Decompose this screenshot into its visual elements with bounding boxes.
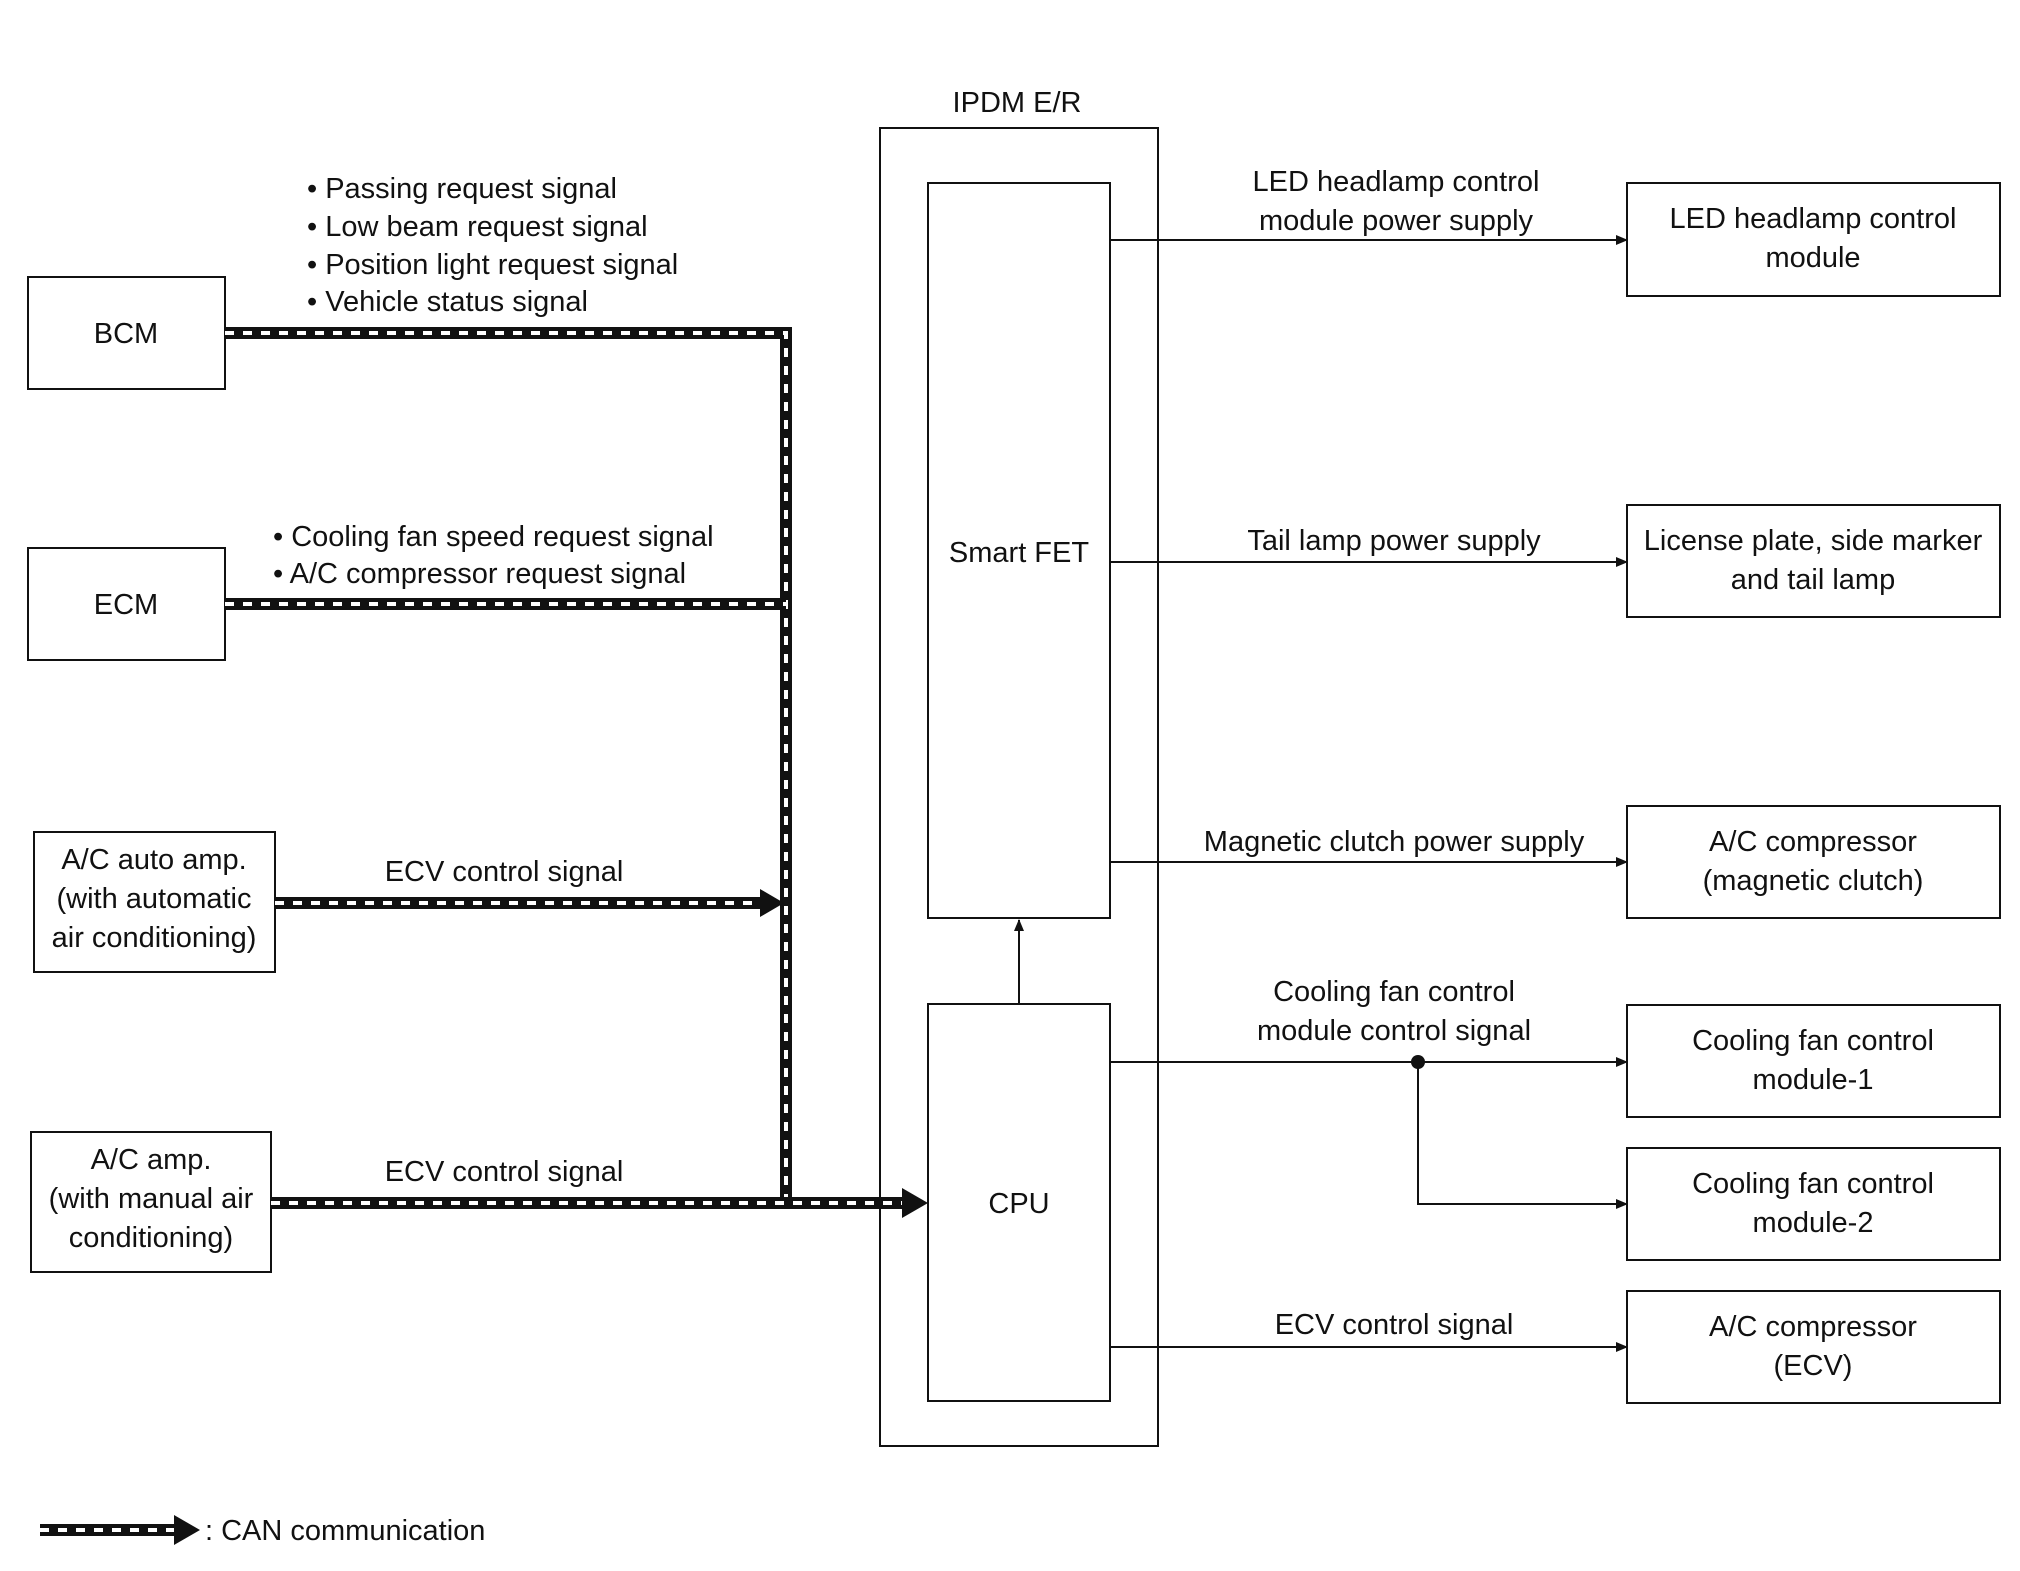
led-headlamp-signal-2: module power supply	[1259, 205, 1534, 237]
led-headlamp-module-label-2: module	[1765, 242, 1860, 274]
ecm-signal-1: • Cooling fan speed request signal	[273, 521, 714, 553]
cooling-fan-module-1-label-2: module-1	[1753, 1064, 1874, 1096]
smart-fet-box	[927, 182, 1111, 919]
legend-can-arrowhead	[174, 1515, 200, 1545]
ac-compressor-ecv-label-2: (ECV)	[1774, 1350, 1853, 1382]
ecv-signal: ECV control signal	[1275, 1309, 1514, 1341]
wire-cooling-fan-2	[1417, 1062, 1628, 1209]
can-bus	[225, 327, 928, 1218]
cooling-fan-signal-1: Cooling fan control	[1273, 976, 1515, 1008]
cooling-fan-module-1-box	[1626, 1004, 2001, 1118]
bcm-signal-4: • Vehicle status signal	[307, 286, 588, 318]
bcm-signal-3: • Position light request signal	[307, 249, 678, 281]
ipdm-title: IPDM E/R	[953, 87, 1082, 119]
legend: : CAN communication	[40, 1515, 485, 1547]
cooling-fan-module-2-box	[1626, 1147, 2001, 1261]
ac-compressor-clutch-label-1: A/C compressor	[1709, 826, 1917, 858]
ac-amp-signal-label: ECV control signal	[385, 1156, 624, 1188]
magnetic-clutch-signal: Magnetic clutch power supply	[1204, 826, 1585, 858]
ac-auto-amp-box	[33, 831, 276, 973]
tail-lamp-signal: Tail lamp power supply	[1247, 525, 1541, 557]
ac-auto-amp-signal-label: ECV control signal	[385, 856, 624, 888]
cpu-label: CPU	[988, 1188, 1049, 1220]
led-headlamp-module-label-1: LED headlamp control	[1670, 203, 1957, 235]
ac-auto-amp-label-3: air conditioning)	[52, 922, 257, 954]
smart-fet-label: Smart FET	[949, 537, 1089, 569]
ac-compressor-clutch-box	[1626, 805, 2001, 919]
can-arrowhead-cpu	[902, 1188, 928, 1218]
cooling-fan-junction-dot	[1411, 1055, 1425, 1069]
led-headlamp-signal-1: LED headlamp control	[1253, 166, 1540, 198]
ac-compressor-ecv-box	[1626, 1290, 2001, 1404]
led-headlamp-module-box	[1626, 182, 2001, 297]
ecm-label: ECM	[94, 589, 158, 621]
ac-compressor-ecv-label-1: A/C compressor	[1709, 1311, 1917, 1343]
ac-auto-amp-label-2: (with automatic	[56, 883, 251, 915]
ac-compressor-clutch-label-2: (magnetic clutch)	[1703, 865, 1924, 897]
ecm-signal-2: • A/C compressor request signal	[273, 558, 686, 590]
can-arrowhead-ac-auto-amp	[760, 889, 784, 917]
ac-amp-label-3: conditioning)	[69, 1222, 233, 1254]
license-plate-lamp-label-1: License plate, side marker	[1644, 525, 1983, 557]
cooling-fan-module-2-label-2: module-2	[1753, 1207, 1874, 1239]
license-plate-lamp-box	[1626, 504, 2001, 618]
cooling-fan-module-2-label-1: Cooling fan control	[1692, 1168, 1934, 1200]
bcm-signal-1: • Passing request signal	[307, 173, 617, 205]
cooling-fan-signal-2: module control signal	[1257, 1015, 1531, 1047]
bcm-signal-2: • Low beam request signal	[307, 211, 648, 243]
ac-amp-label-2: (with manual air	[49, 1183, 254, 1215]
ac-amp-label-1: A/C amp.	[91, 1144, 212, 1176]
cooling-fan-module-1-label-1: Cooling fan control	[1692, 1025, 1934, 1057]
license-plate-lamp-label-2: and tail lamp	[1731, 564, 1895, 596]
bcm-label: BCM	[94, 318, 158, 350]
ac-auto-amp-label-1: A/C auto amp.	[61, 844, 246, 876]
legend-label: : CAN communication	[205, 1515, 485, 1547]
